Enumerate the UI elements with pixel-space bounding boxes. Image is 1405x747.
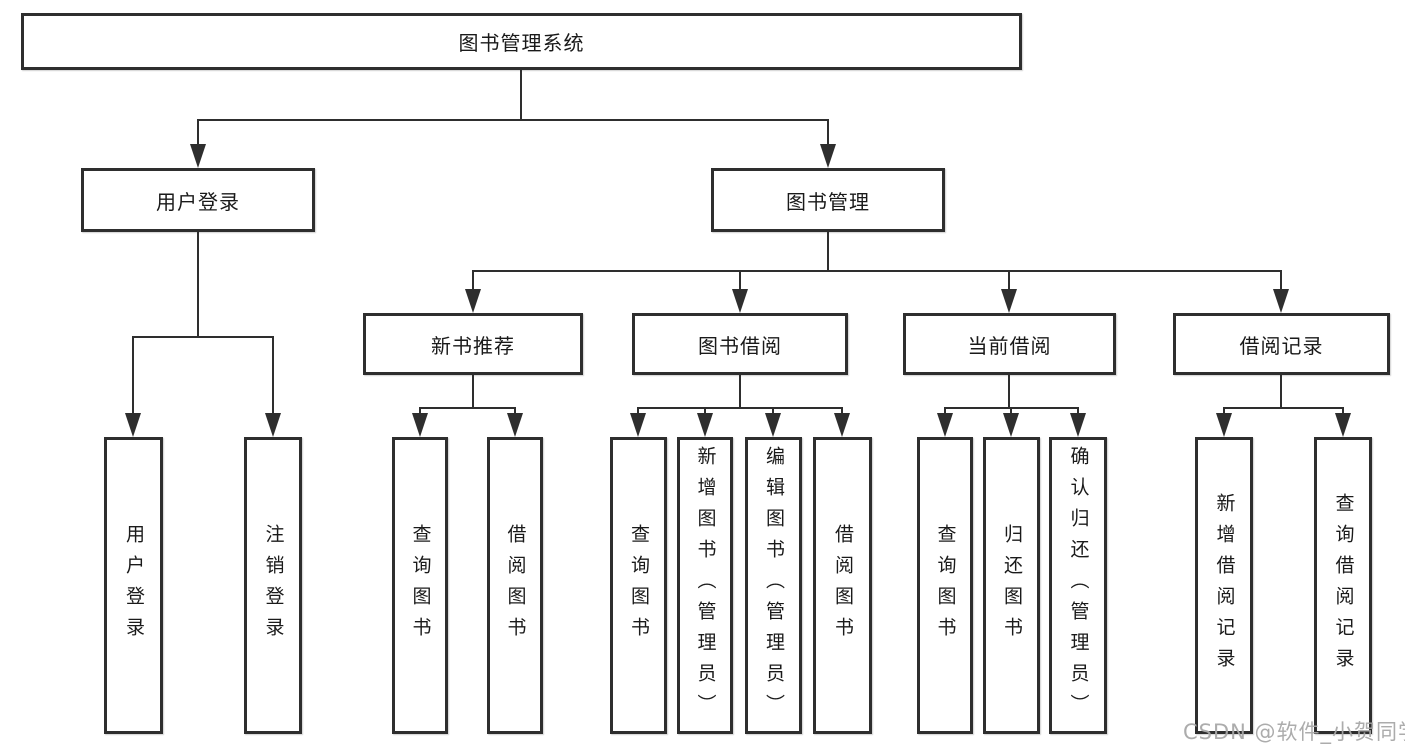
leaf-query-books-borrow: 查询图书 bbox=[610, 437, 667, 734]
node-label: 图书管理系统 bbox=[458, 31, 585, 55]
edge-stub bbox=[772, 407, 774, 416]
arrowhead-book-mgmt-icon bbox=[820, 144, 836, 168]
leaf-label: 借阅图书 bbox=[504, 523, 527, 648]
node-new-book-recommendation: 新书推荐 bbox=[363, 313, 583, 375]
arrowhead-current-borrow-icon bbox=[1001, 289, 1017, 313]
leaf-label: 查询图书 bbox=[934, 523, 957, 648]
edge-book-borrow-bus bbox=[637, 407, 843, 409]
node-current-borrowing: 当前借阅 bbox=[903, 313, 1116, 375]
node-label: 图书借阅 bbox=[698, 333, 782, 358]
node-library-management-system: 图书管理系统 bbox=[21, 13, 1022, 70]
leaf-query-books-rec: 查询图书 bbox=[392, 437, 448, 734]
arrowhead-user-login-icon bbox=[190, 144, 206, 168]
edge-stub bbox=[704, 407, 706, 416]
arrowhead-icon bbox=[765, 413, 781, 437]
edge-to-current-borrow bbox=[1008, 270, 1010, 293]
edge-stub bbox=[1342, 407, 1344, 416]
edge-book-mgmt-bus bbox=[472, 270, 1282, 272]
leaf-user-login: 用户登录 bbox=[104, 437, 163, 734]
edge-to-leaf-logout bbox=[272, 336, 274, 416]
arrowhead-icon bbox=[834, 413, 850, 437]
node-book-borrowing: 图书借阅 bbox=[632, 313, 848, 375]
csdn-watermark: CSDN @软件_小贺同学 bbox=[1183, 720, 1405, 744]
edge-stub bbox=[1010, 407, 1012, 416]
edge-user-login-bus bbox=[132, 336, 274, 338]
leaf-label: 借阅图书 bbox=[832, 523, 854, 648]
edge-current-borrow-stem bbox=[1008, 375, 1010, 407]
arrowhead-icon bbox=[937, 413, 953, 437]
arrowhead-icon bbox=[412, 413, 428, 437]
leaf-label: 新增借阅记录 bbox=[1213, 492, 1236, 679]
leaf-edit-books-admin: 编辑图书（管理员） bbox=[745, 437, 802, 734]
edge-root-bus bbox=[197, 119, 829, 121]
arrowhead-leaf-user-login-icon bbox=[125, 413, 141, 437]
edge-to-book-mgmt bbox=[827, 119, 829, 148]
leaf-logout: 注销登录 bbox=[244, 437, 302, 734]
arrowhead-icon bbox=[630, 413, 646, 437]
edge-to-user-login bbox=[197, 119, 199, 148]
leaf-label: 注销登录 bbox=[262, 523, 285, 648]
node-book-management: 图书管理 bbox=[711, 168, 945, 232]
edge-stub bbox=[1077, 407, 1079, 416]
leaf-label: 确认归还（管理员） bbox=[1067, 446, 1090, 725]
node-label: 借阅记录 bbox=[1239, 333, 1324, 358]
node-label: 用户登录 bbox=[156, 189, 240, 214]
arrowhead-icon bbox=[1216, 413, 1232, 437]
edge-book-borrow-stem bbox=[739, 375, 741, 407]
arrowhead-new-book-rec-icon bbox=[465, 289, 481, 313]
leaf-add-borrow-record: 新增借阅记录 bbox=[1195, 437, 1253, 734]
node-label: 图书管理 bbox=[786, 189, 870, 214]
leaf-label: 查询借阅记录 bbox=[1332, 492, 1355, 679]
edge-stub bbox=[419, 407, 421, 416]
leaf-return-books: 归还图书 bbox=[983, 437, 1040, 734]
edge-to-leaf-user-login bbox=[132, 336, 134, 416]
leaf-label: 编辑图书（管理员） bbox=[763, 446, 785, 725]
node-label: 当前借阅 bbox=[967, 333, 1052, 358]
edge-stub bbox=[944, 407, 946, 416]
node-user-login: 用户登录 bbox=[81, 168, 315, 232]
edge-book-mgmt-stem bbox=[827, 232, 829, 270]
arrowhead-icon bbox=[507, 413, 523, 437]
edge-new-book-rec-stem bbox=[472, 375, 474, 407]
edge-to-borrow-records bbox=[1280, 270, 1282, 293]
edge-root-stem bbox=[520, 70, 522, 119]
leaf-query-borrow-record: 查询借阅记录 bbox=[1314, 437, 1372, 734]
node-borrowing-records: 借阅记录 bbox=[1173, 313, 1390, 375]
edge-stub bbox=[841, 407, 843, 416]
edge-new-book-rec-bus bbox=[419, 407, 516, 409]
edge-stub bbox=[637, 407, 639, 416]
node-label: 新书推荐 bbox=[431, 333, 515, 358]
leaf-label: 查询图书 bbox=[628, 523, 650, 648]
edge-user-login-stem bbox=[197, 232, 199, 336]
edge-borrow-records-stem bbox=[1280, 375, 1282, 407]
edge-stub bbox=[514, 407, 516, 416]
arrowhead-icon bbox=[1335, 413, 1351, 437]
edge-to-book-borrow bbox=[739, 270, 741, 293]
leaf-add-books-admin: 新增图书（管理员） bbox=[677, 437, 733, 734]
arrowhead-leaf-logout-icon bbox=[265, 413, 281, 437]
arrowhead-borrow-records-icon bbox=[1273, 289, 1289, 313]
arrowhead-icon bbox=[1003, 413, 1019, 437]
leaf-label: 归还图书 bbox=[1001, 523, 1023, 648]
leaf-label: 新增图书（管理员） bbox=[694, 446, 717, 725]
arrowhead-book-borrow-icon bbox=[732, 289, 748, 313]
leaf-label: 查询图书 bbox=[409, 523, 432, 648]
leaf-label: 用户登录 bbox=[123, 523, 145, 648]
arrowhead-icon bbox=[1070, 413, 1086, 437]
leaf-confirm-return-admin: 确认归还（管理员） bbox=[1049, 437, 1107, 734]
edge-stub bbox=[1223, 407, 1225, 416]
edge-to-new-book-rec bbox=[472, 270, 474, 293]
leaf-query-books-current: 查询图书 bbox=[917, 437, 973, 734]
edge-borrow-records-bus bbox=[1223, 407, 1344, 409]
leaf-borrow-books: 借阅图书 bbox=[813, 437, 872, 734]
leaf-borrow-books-rec: 借阅图书 bbox=[487, 437, 543, 734]
arrowhead-icon bbox=[697, 413, 713, 437]
